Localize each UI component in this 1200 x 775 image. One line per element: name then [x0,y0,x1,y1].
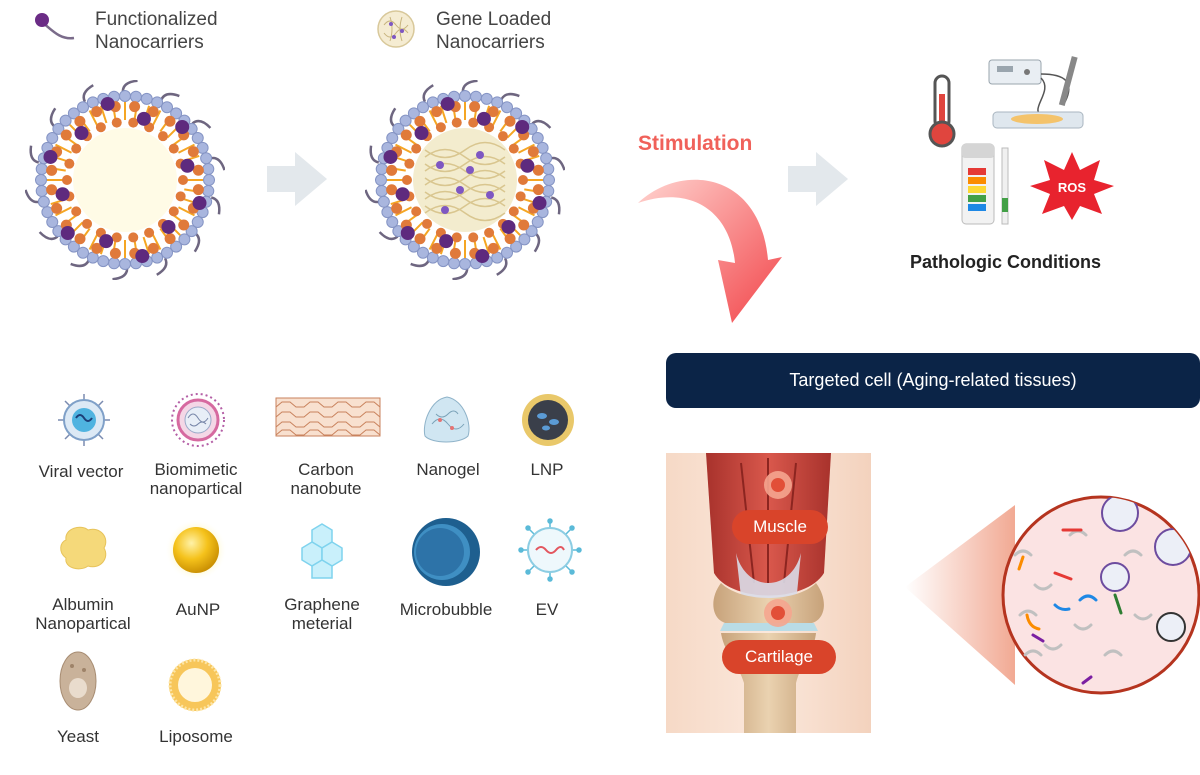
nanocarrier-label-graphene: Graphene meterial [284,595,360,633]
nanocarrier-label-yeast: Yeast [57,727,99,746]
nanocarrier-label-viral-vector: Viral vector [38,462,124,481]
nanocarrier-label-ev: EV [535,600,559,619]
targeted-cell-label: Targeted cell (Aging-related tissues) [789,370,1077,390]
yeast-icon [59,651,97,711]
microbubble-icon [412,518,480,586]
liposome-icon [168,658,222,712]
lnp-icon [522,394,574,446]
electrical-device-icon [988,56,1084,129]
knee-joint-illustration [666,453,871,733]
nanocarrier-label-carbon: Carbon nanobute [290,460,362,498]
stimulation-curved-arrow-icon [638,179,782,323]
nanocarrier-label-lnp: LNP [530,460,564,479]
nanocarrier-label-liposome: Liposome [159,727,233,746]
biomimetic-icon [171,393,225,447]
nanocarrier-label-albumin: Albumin Nanopartical [35,595,131,633]
legend-gene-loaded: Gene Loaded Nanocarriers [436,9,552,53]
targeted-cell-banner: Targeted cell (Aging-related tissues) [666,353,1200,408]
nanogel-icon [423,396,470,443]
gray-arrow-icon [267,152,327,206]
nanocarrier-label-microbubble: Microbubble [399,600,493,619]
gray-arrow-icon-2 [788,152,848,206]
albumin-icon [60,526,107,570]
pathologic-conditions-label: Pathologic Conditions [910,252,1101,272]
gene-loaded-marker-icon [377,10,415,48]
functionalized-nanocarrier-icon [25,80,225,280]
legend-functionalized: Functionalized Nanocarriers [95,9,218,53]
viral-vector-icon [58,394,110,446]
nanocarrier-label-nanogel: Nanogel [416,460,480,479]
gene-loaded-nanocarrier-icon [365,80,565,280]
ros-burst-icon [1030,152,1114,220]
nanocarrier-label-biomimetic: Biomimetic nanopartical [149,460,243,498]
functionalized-marker-icon [35,13,75,40]
cartilage-badge: Cartilage [722,640,836,674]
graphene-icon [301,523,343,579]
ros-label: ROS [1057,180,1087,195]
muscle-badge: Muscle [732,510,828,544]
ev-icon [518,518,582,582]
thermometer-icon [928,74,956,148]
nanocarrier-label-aunp: AuNP [175,600,221,619]
carbon-nanotube-icon [275,397,381,437]
aunp-icon [165,519,227,581]
ph-strip-icon [961,143,1009,225]
zoom-callout [905,495,1200,695]
stimulation-label: Stimulation [638,132,753,155]
